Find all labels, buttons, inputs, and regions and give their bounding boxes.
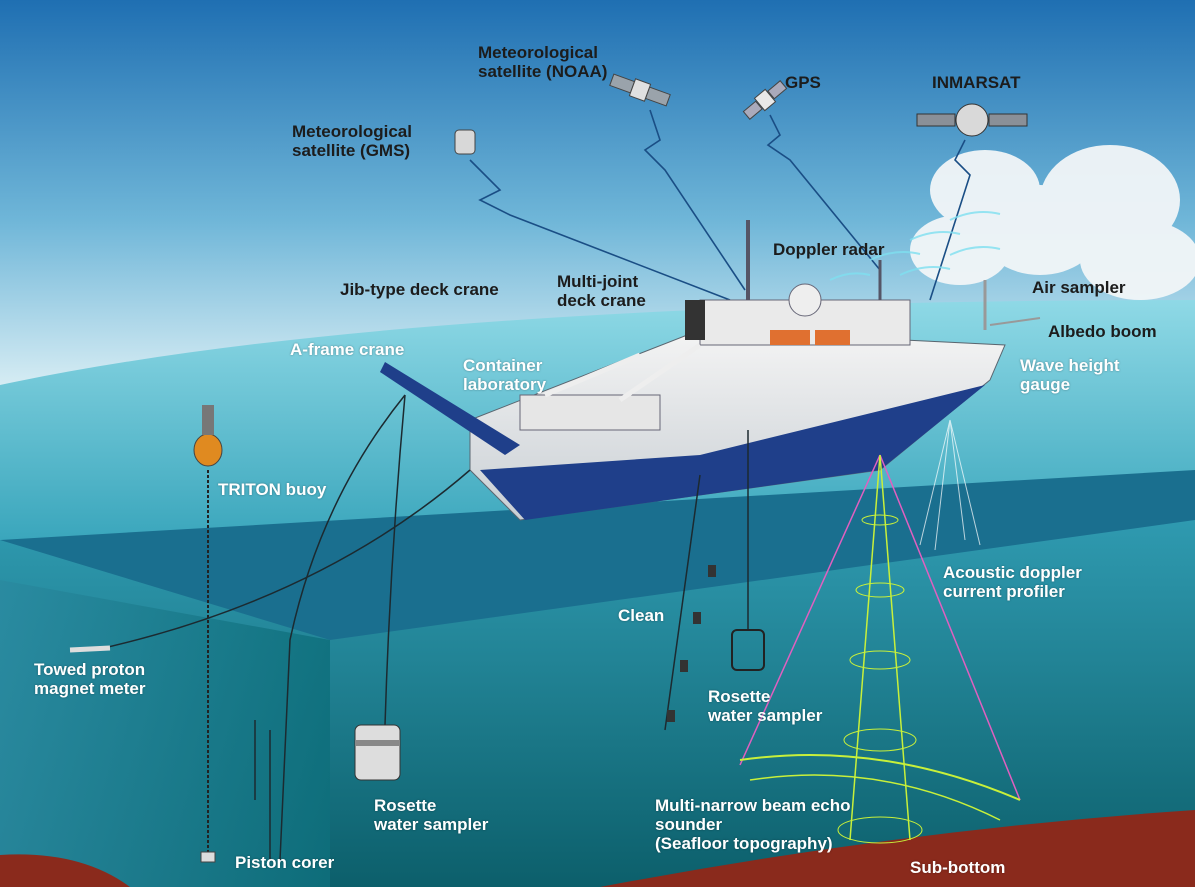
seafloor (0, 810, 1195, 887)
label-piston-corer: Piston corer (235, 853, 335, 872)
label-inmarsat: INMARSAT (932, 73, 1021, 92)
cables (94, 394, 749, 861)
rosette-sampler-left (354, 724, 401, 781)
a-frame-crane (380, 362, 520, 455)
label-albedo-boom: Albedo boom (1048, 322, 1157, 341)
label-doppler-radar: Doppler radar (773, 240, 885, 259)
rosette-sampler-right (731, 629, 765, 671)
sea-left-section (0, 580, 330, 887)
label-a-frame-crane: A-frame crane (290, 340, 405, 359)
radar-waves (829, 211, 1001, 281)
research-ship (469, 220, 1041, 521)
label-jib-type-deck-crane: Jib-type deck crane (340, 280, 499, 299)
clean-samplers (667, 565, 716, 722)
towed-magnet-meter (69, 645, 111, 653)
adcp-beams (919, 419, 981, 551)
triton-buoy (193, 405, 223, 863)
signal-lines (469, 109, 971, 301)
echo-sounder-beam (739, 454, 1021, 844)
label-clean: Clean (618, 606, 665, 625)
label-gps: GPS (785, 73, 821, 92)
satellite-noaa-icon (609, 73, 671, 107)
satellite-inmarsat-icon (916, 103, 1028, 137)
label-triton-buoy: TRITON buoy (218, 480, 327, 499)
satellite-gps-icon (742, 80, 788, 120)
satellite-gms-icon (454, 129, 476, 155)
label-sub-bottom: Sub-bottom (910, 858, 1006, 877)
label-air-sampler: Air sampler (1032, 278, 1126, 297)
